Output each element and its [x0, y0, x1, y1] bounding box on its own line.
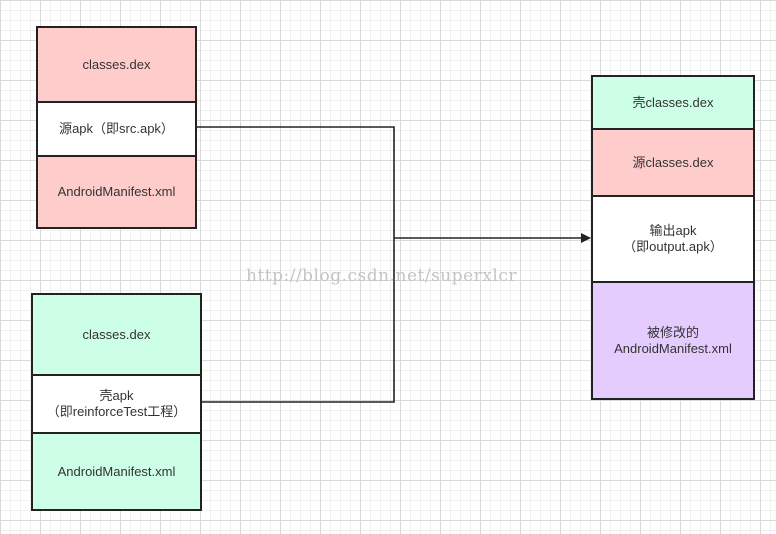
source-apk-box: classes.dex 源apk（即src.apk） AndroidManife…: [36, 26, 197, 229]
shell-classes-dex: classes.dex: [33, 295, 200, 376]
output-apk-box: 壳classes.dex 源classes.dex 输出apk （即output…: [591, 75, 755, 400]
output-shell-dex: 壳classes.dex: [593, 77, 753, 130]
source-connector: [196, 126, 395, 238]
source-classes-dex: classes.dex: [38, 28, 195, 103]
watermark-text: http://blog.csdn.net/superxlcr: [246, 266, 517, 286]
shell-apk-label: 壳apk （即reinforceTest工程）: [33, 376, 200, 434]
shell-apk-box: classes.dex 壳apk （即reinforceTest工程） Andr…: [31, 293, 202, 511]
source-manifest: AndroidManifest.xml: [38, 157, 195, 227]
source-apk-label: 源apk（即src.apk）: [38, 103, 195, 157]
output-manifest: 被修改的 AndroidManifest.xml: [593, 283, 753, 398]
shell-connector: [201, 238, 395, 403]
output-apk-label: 输出apk （即output.apk）: [593, 197, 753, 283]
shell-manifest: AndroidManifest.xml: [33, 434, 200, 509]
output-source-dex: 源classes.dex: [593, 130, 753, 197]
